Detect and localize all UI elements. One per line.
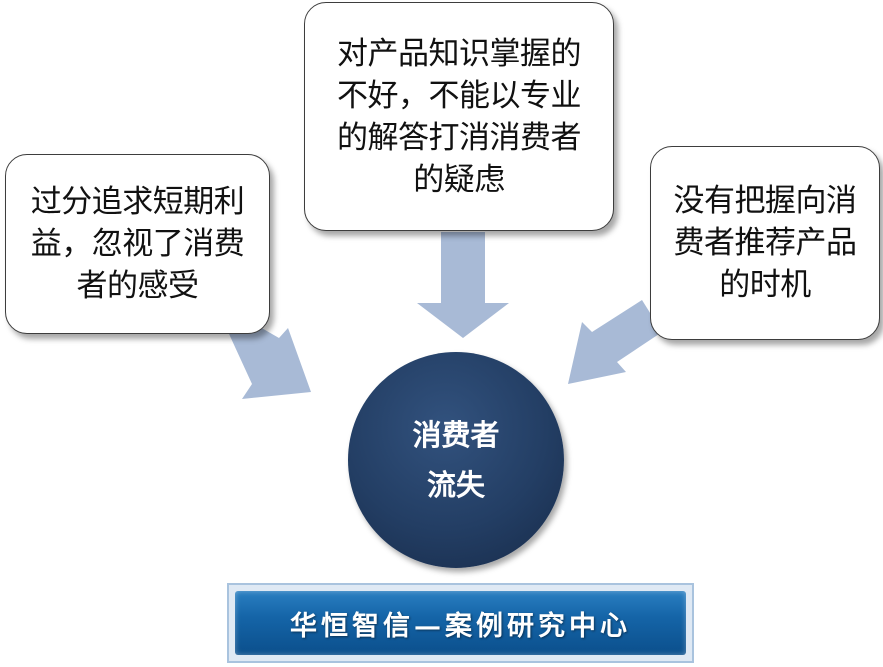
- center-text: 消费者 流失: [412, 418, 500, 502]
- footer-banner-text: 华恒智信—案例研究中心: [290, 610, 631, 642]
- cause-box-short-term-profit: 过分追求短期利 益，忽视了消费 者的感受: [5, 154, 270, 334]
- cause-box-product-knowledge: 对产品知识掌握的 不好，不能以专业 的解答打消消费者 的疑虑: [304, 2, 614, 231]
- cause-text-short-term-profit: 过分追求短期利 益，忽视了消费 者的感受: [30, 184, 245, 304]
- arrow-top-icon: [417, 232, 509, 338]
- cause-text-recommendation-timing: 没有把握向消 费者推荐产品 的时机: [673, 183, 858, 303]
- cause-text-product-knowledge: 对产品知识掌握的 不好，不能以专业 的解答打消消费者 的疑虑: [337, 35, 582, 198]
- footer-banner-inner: 华恒智信—案例研究中心: [235, 591, 686, 655]
- cause-box-recommendation-timing: 没有把握向消 费者推荐产品 的时机: [650, 146, 880, 340]
- center-circle-customer-loss: 消费者 流失: [348, 352, 564, 568]
- footer-banner: 华恒智信—案例研究中心: [227, 583, 694, 663]
- arrow-right-icon: [568, 300, 662, 384]
